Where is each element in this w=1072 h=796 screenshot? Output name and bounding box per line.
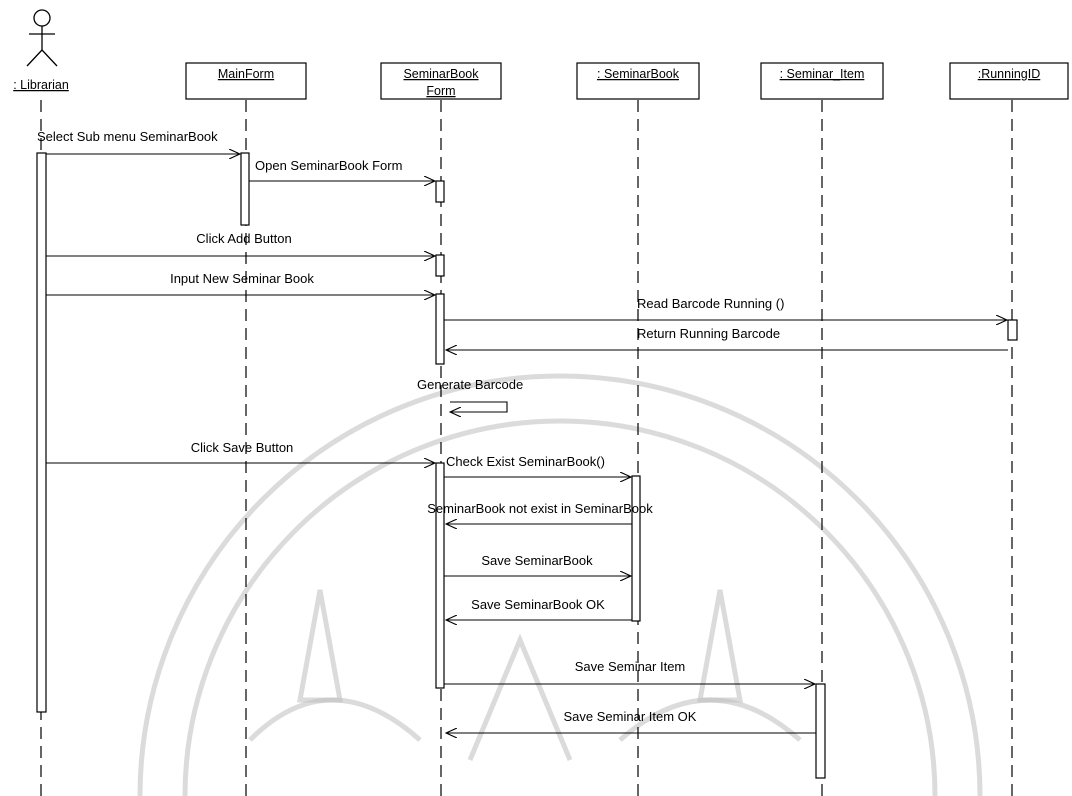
arrow-generate-barcode-self (450, 401, 508, 412)
activation-seminarbook (631, 475, 641, 622)
lifeline-box-runningid (949, 62, 1069, 100)
message-label-select-submenu: Select Sub menu SeminarBook (37, 129, 218, 144)
watermark-seal (137, 373, 983, 796)
activation-mainform (240, 152, 250, 226)
message-label-click-add: Click Add Button (196, 231, 291, 246)
activation-seminaritem (815, 683, 826, 779)
message-label-input-new: Input New Seminar Book (170, 271, 314, 286)
lifeline-box-form (380, 62, 502, 100)
lifeline-box-mainform (185, 62, 307, 100)
message-label-save-seminar-item-ok: Save Seminar Item OK (564, 709, 697, 724)
lifeline-label-form: SeminarBook (403, 67, 479, 81)
lifeline-box-seminaritem (760, 62, 884, 100)
activation-runningid (1007, 319, 1018, 341)
activation-form-4 (435, 462, 445, 689)
message-label-check-exist: Check Exist SeminarBook() (446, 454, 605, 469)
actor-label: : Librarian (13, 78, 69, 92)
message-label-not-exist: SeminarBook not exist in SeminarBook (427, 501, 653, 516)
message-label-save-seminar-item: Save Seminar Item (575, 659, 686, 674)
lifeline-box-seminarbook (576, 62, 700, 100)
activation-librarian (36, 152, 47, 713)
message-label-return-barcode: Return Running Barcode (637, 326, 780, 341)
message-label-open-form: Open SeminarBook Form (255, 158, 402, 173)
lifeline-label-seminaritem: : Seminar_Item (780, 67, 865, 81)
lifeline-label-runningid: :RunningID (978, 67, 1041, 81)
activation-form-3 (435, 293, 445, 365)
activation-form-1 (435, 180, 445, 203)
librarian-actor-icon (26, 9, 58, 67)
lifeline-label-seminarbook: : SeminarBook (597, 67, 680, 81)
message-label-save-seminarbook: Save SeminarBook (481, 553, 593, 568)
message-label-read-barcode: Read Barcode Running () (637, 296, 784, 311)
activation-form-2 (435, 254, 445, 277)
lifeline-label-form-line2: Form (426, 84, 455, 98)
message-label-click-save: Click Save Button (191, 440, 294, 455)
message-label-save-seminarbook-ok: Save SeminarBook OK (471, 597, 605, 612)
message-label-generate-barcode: Generate Barcode (417, 377, 523, 392)
lifeline-label-mainform: MainForm (218, 67, 274, 81)
